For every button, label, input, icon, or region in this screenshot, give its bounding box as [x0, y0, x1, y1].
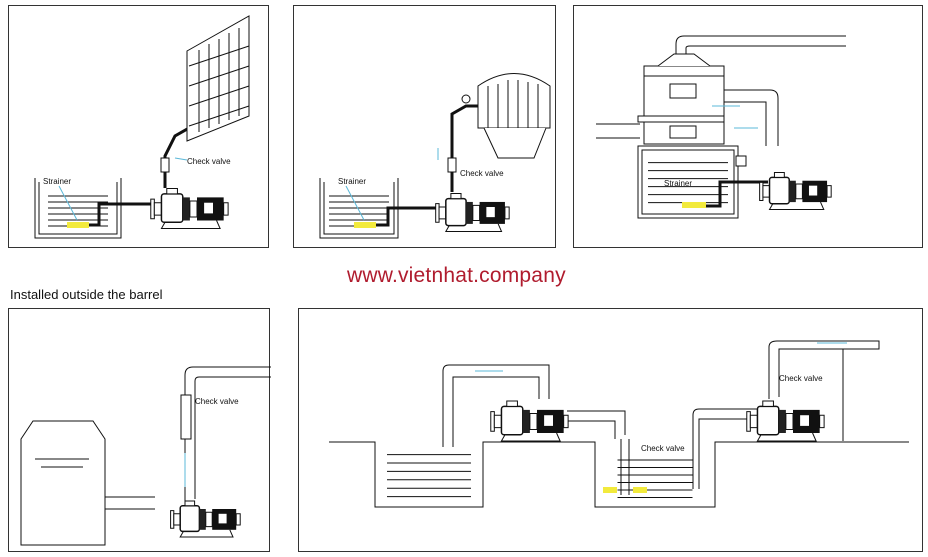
strainer-label: Strainer: [43, 177, 71, 186]
pump-icon: [489, 400, 569, 442]
check-valve-label: Check valve: [779, 374, 823, 383]
check-valve-label: Check valve: [195, 397, 239, 406]
check-valve-label: Check valve: [641, 444, 685, 453]
radiator-installation-drawing: Check valve Strainer: [9, 6, 270, 249]
diagram-panel-tower: Check valve Strainer: [293, 5, 556, 248]
diagram-panel-ground-pits: Check valve Check valve: [298, 308, 923, 552]
strainer: [354, 222, 376, 228]
diagram-panel-scrubber: Strainer: [573, 5, 923, 248]
scrubber-installation-drawing: Strainer: [574, 6, 924, 249]
check-valve-label: Check valve: [460, 169, 504, 178]
section-heading: Installed outside the barrel: [10, 287, 163, 302]
ground-pits-installation-drawing: Check valve Check valve: [299, 309, 924, 553]
diagram-panel-radiator: Check valve Strainer: [8, 5, 269, 248]
pump-icon: [169, 500, 241, 538]
tower: [478, 74, 550, 159]
outside-barrel-installation-drawing: Check valve: [9, 309, 271, 553]
brand-url: www.vietnhat.company: [347, 264, 566, 287]
strainer: [682, 202, 706, 208]
strainer: [603, 487, 617, 493]
check-valve-label: Check valve: [187, 157, 231, 166]
strainer: [633, 487, 647, 493]
pump-icon: [758, 171, 832, 211]
radiator: [187, 16, 249, 141]
strainer-label: Strainer: [338, 177, 366, 186]
diagram-panel-outside-barrel: Check valve: [8, 308, 270, 552]
tank: [35, 178, 121, 238]
strainer-label: Strainer: [664, 179, 692, 188]
strainer: [67, 222, 89, 228]
tower-installation-drawing: Check valve Strainer: [294, 6, 557, 249]
pump-icon: [150, 187, 229, 230]
pump-icon: [434, 192, 510, 233]
pump-icon: [745, 400, 825, 442]
